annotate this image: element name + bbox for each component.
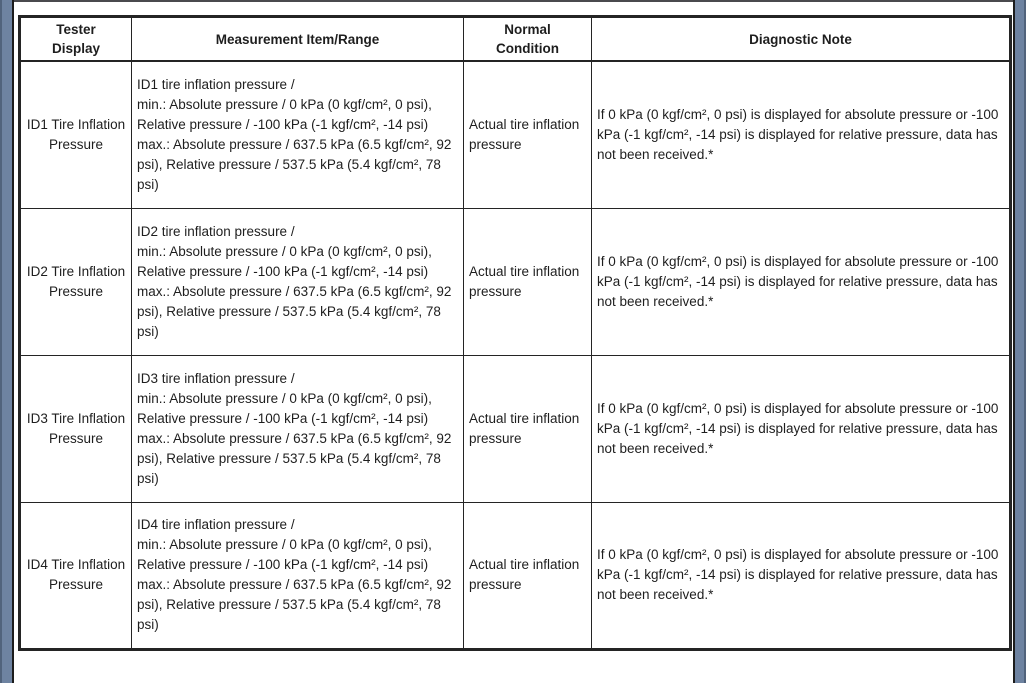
tester-display-cell: ID4 Tire Inflation Pressure — [19, 501, 132, 650]
normal-condition-cell: Actual tire inflation pressure — [463, 354, 592, 503]
diagnostic-note-cell: If 0 kPa (0 kgf/cm², 0 psi) is displayed… — [591, 501, 1011, 650]
tester-display-cell: ID3 Tire Inflation Pressure — [19, 354, 132, 503]
diagnostic-note-cell: If 0 kPa (0 kgf/cm², 0 psi) is displayed… — [591, 207, 1011, 356]
normal-condition-cell: Actual tire inflation pressure — [463, 207, 592, 356]
table-row: ID3 Tire Inflation Pressure ID3 tire inf… — [19, 354, 1011, 503]
diagnostic-spec-table: Tester Display Measurement Item/Range No… — [18, 15, 1012, 651]
table-header-row: Tester Display Measurement Item/Range No… — [19, 16, 1011, 62]
normal-condition-cell: Actual tire inflation pressure — [463, 60, 592, 209]
column-header-normal-condition: Normal Condition — [463, 16, 592, 62]
measurement-item-range-cell: ID1 tire inflation pressure / min.: Abso… — [131, 60, 464, 209]
viewer-top-edge-line — [0, 0, 1026, 2]
column-header-diagnostic-note: Diagnostic Note — [591, 16, 1011, 62]
table-row: ID4 Tire Inflation Pressure ID4 tire inf… — [19, 501, 1011, 650]
measurement-item-range-cell: ID2 tire inflation pressure / min.: Abso… — [131, 207, 464, 356]
tester-display-cell: ID1 Tire Inflation Pressure — [19, 60, 132, 209]
measurement-item-range-cell: ID3 tire inflation pressure / min.: Abso… — [131, 354, 464, 503]
tester-display-cell: ID2 Tire Inflation Pressure — [19, 207, 132, 356]
measurement-item-range-cell: ID4 tire inflation pressure / min.: Abso… — [131, 501, 464, 650]
column-header-tester-display: Tester Display — [19, 16, 132, 62]
table-row: ID1 Tire Inflation Pressure ID1 tire inf… — [19, 60, 1011, 209]
right-page-edge-bar — [1013, 0, 1026, 683]
left-page-edge-bar — [0, 0, 14, 683]
table-row: ID2 Tire Inflation Pressure ID2 tire inf… — [19, 207, 1011, 356]
diagnostic-note-cell: If 0 kPa (0 kgf/cm², 0 psi) is displayed… — [591, 354, 1011, 503]
column-header-measurement-item-range: Measurement Item/Range — [131, 16, 464, 62]
normal-condition-cell: Actual tire inflation pressure — [463, 501, 592, 650]
diagnostic-note-cell: If 0 kPa (0 kgf/cm², 0 psi) is displayed… — [591, 60, 1011, 209]
